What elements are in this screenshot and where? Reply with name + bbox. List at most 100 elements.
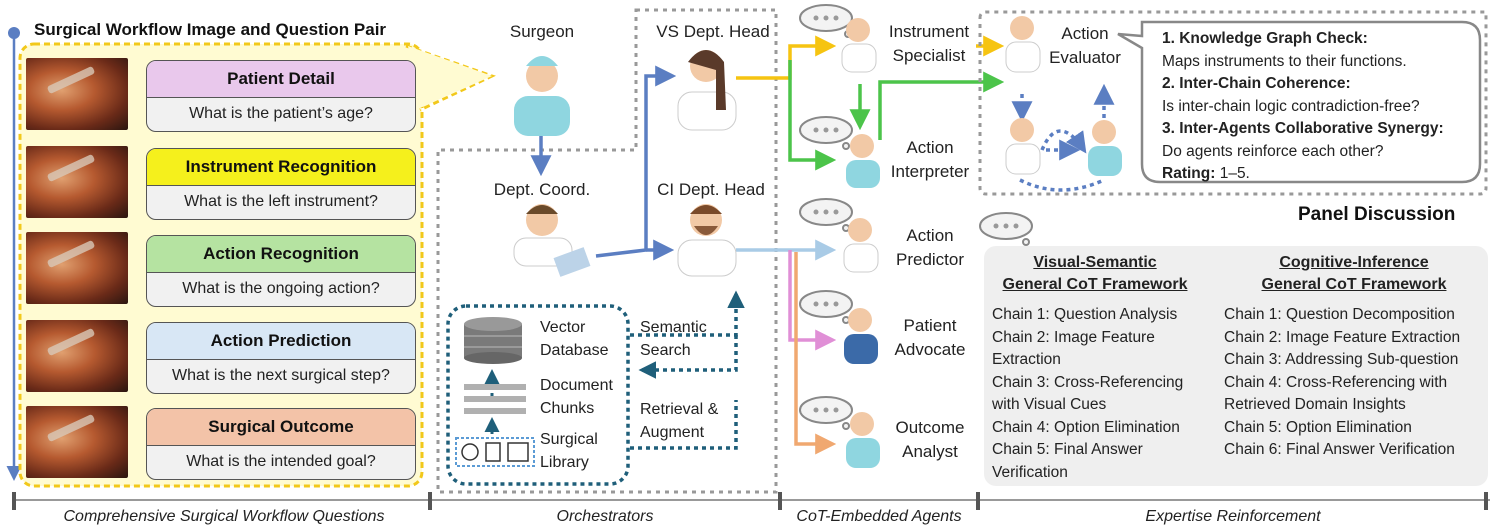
chain-line: Verification bbox=[992, 463, 1068, 481]
retrieval-line2: Augment bbox=[640, 424, 705, 441]
doc-chunks-line1: Document bbox=[540, 377, 613, 394]
criterion-body: Is inter-chain logic contradiction-free? bbox=[1162, 97, 1420, 115]
vector-db-line2: Database bbox=[540, 342, 609, 359]
agent-label-line1: Instrument bbox=[888, 22, 970, 41]
retrieval-label: Retrieval & Augment bbox=[640, 400, 718, 442]
surgical-library-line1: Surgical bbox=[540, 431, 598, 448]
patient-advocate-label: Patient Advocate bbox=[880, 316, 980, 359]
agent-avatars bbox=[841, 16, 1122, 468]
card-question: What is the ongoing action? bbox=[182, 280, 380, 297]
document-chunks-icon bbox=[464, 384, 526, 414]
vector-database-icon bbox=[464, 317, 522, 364]
vector-db-line1: Vector bbox=[540, 319, 586, 336]
chain-line: Chain 5: Final Answer bbox=[992, 441, 1143, 458]
agent-label-line2: Interpreter bbox=[890, 162, 970, 181]
evaluator-line1: Action bbox=[1061, 24, 1109, 43]
criterion-head: 2. Inter-Chain Coherence: bbox=[1162, 75, 1351, 92]
chain-line: Chain 5: Option Elimination bbox=[1224, 418, 1412, 436]
criteria-list: 1. Knowledge Graph Check: Maps instrumen… bbox=[1162, 28, 1478, 186]
vs-head-avatar bbox=[677, 50, 737, 131]
agent-label-line1: Action bbox=[906, 226, 954, 245]
chain-line: Retrieved Domain Insights bbox=[1224, 396, 1406, 413]
vs-chain-list: Chain 1: Question Analysis Chain 2: Imag… bbox=[992, 304, 1218, 484]
vs-title-line1: Visual-Semantic bbox=[1033, 254, 1157, 271]
card-header: Action Prediction bbox=[147, 323, 415, 360]
surgical-image-3 bbox=[26, 232, 128, 304]
rating-label: Rating: bbox=[1162, 165, 1216, 182]
action-evaluator-label: Action Evaluator bbox=[1040, 24, 1130, 67]
ci-title-line2: General CoT Framework bbox=[1261, 276, 1447, 293]
chain-line: Extraction bbox=[992, 351, 1061, 368]
surgical-image-4 bbox=[26, 320, 128, 392]
rating-line: Rating: 1–5. bbox=[1162, 163, 1478, 186]
vs-framework-title: Visual-Semantic General CoT Framework bbox=[990, 252, 1200, 296]
footer-label-questions: Comprehensive Surgical Workflow Question… bbox=[63, 508, 385, 525]
surgical-library-label: Surgical Library bbox=[540, 430, 598, 472]
doc-chunks-label: Document Chunks bbox=[540, 376, 613, 418]
agent-label-line1: Outcome bbox=[895, 418, 965, 437]
chain-line: Chain 6: Final Answer Verification bbox=[1224, 441, 1455, 458]
surgeon-avatar bbox=[514, 56, 570, 136]
semantic-search-line2: Search bbox=[640, 342, 691, 359]
vector-db-label: Vector Database bbox=[540, 318, 609, 360]
retrieval-box bbox=[446, 304, 630, 486]
footer-label-agents: CoT-Embedded Agents bbox=[796, 508, 962, 525]
surgical-library-icon bbox=[455, 437, 535, 467]
chain-line: Chain 3: Cross-Referencing bbox=[992, 373, 1184, 391]
question-card-action-recognition: Action Recognition What is the ongoing a… bbox=[146, 235, 416, 307]
criterion-body: Maps instruments to their functions. bbox=[1162, 52, 1407, 70]
criterion-body: Do agents reinforce each other? bbox=[1162, 142, 1384, 160]
rating-value: 1–5. bbox=[1215, 165, 1250, 182]
chain-line: Chain 4: Option Elimination bbox=[992, 418, 1180, 436]
chain-line: Chain 2: Image Feature bbox=[992, 328, 1155, 346]
card-question: What is the intended goal? bbox=[186, 453, 376, 470]
agent-label-line2: Specialist bbox=[892, 46, 966, 65]
card-question: What is the patient’s age? bbox=[189, 105, 373, 122]
chain-line: Chain 2: Image Feature Extraction bbox=[1224, 328, 1461, 346]
surgical-image-1 bbox=[26, 58, 128, 130]
card-question: What is the left instrument? bbox=[184, 193, 378, 210]
surgeon-label: Surgeon bbox=[509, 22, 575, 41]
semantic-search-line1: Semantic bbox=[640, 319, 707, 336]
vs-title-line2: General CoT Framework bbox=[1002, 276, 1188, 293]
chain-line: Chain 1: Question Analysis bbox=[992, 306, 1178, 323]
surgical-library-line2: Library bbox=[540, 454, 589, 471]
chain-line: with Visual Cues bbox=[992, 396, 1107, 413]
action-predictor-label: Action Predictor bbox=[880, 226, 980, 269]
cot-box bbox=[984, 246, 1488, 486]
question-card-surgical-outcome: Surgical Outcome What is the intended go… bbox=[146, 408, 416, 480]
chain-line: Chain 4: Cross-Referencing with bbox=[1224, 373, 1448, 391]
agent-label-line1: Patient bbox=[903, 316, 957, 335]
criteria-bubble bbox=[1117, 20, 1482, 184]
agent-label-line1: Action bbox=[906, 138, 954, 157]
instrument-specialist-label: Instrument Specialist bbox=[876, 22, 982, 65]
doc-chunks-line2: Chunks bbox=[540, 400, 595, 417]
chain-line: Chain 1: Question Decomposition bbox=[1224, 306, 1455, 323]
footer-label-orchestrators: Orchestrators bbox=[556, 508, 654, 525]
card-question: What is the next surgical step? bbox=[172, 367, 390, 384]
question-card-instrument-recognition: Instrument Recognition What is the left … bbox=[146, 148, 416, 220]
agent-label-line2: Advocate bbox=[894, 340, 966, 359]
panel-discussion-title: Panel Discussion bbox=[1298, 204, 1456, 225]
action-interpreter-label: Action Interpreter bbox=[880, 138, 980, 181]
left-panel-title: Surgical Workflow Image and Question Pai… bbox=[34, 20, 387, 39]
card-header: Action Recognition bbox=[147, 236, 415, 273]
agent-label-line2: Predictor bbox=[895, 250, 965, 269]
evaluator-line2: Evaluator bbox=[1049, 48, 1121, 67]
card-header: Surgical Outcome bbox=[147, 409, 415, 446]
ci-head-avatar bbox=[677, 204, 737, 277]
criterion-head: 3. Inter-Agents Collaborative Synergy: bbox=[1162, 120, 1444, 137]
chain-line: Chain 3: Addressing Sub-question bbox=[1224, 351, 1459, 368]
question-card-action-prediction: Action Prediction What is the next surgi… bbox=[146, 322, 416, 394]
agent-label-line2: Analyst bbox=[902, 442, 958, 461]
ci-chain-list: Chain 1: Question Decomposition Chain 2:… bbox=[1224, 304, 1486, 462]
dept-coord-avatar bbox=[513, 204, 591, 277]
vs-head-label: VS Dept. Head bbox=[656, 22, 770, 41]
ci-title-line1: Cognitive-Inference bbox=[1279, 254, 1429, 271]
outcome-analyst-label: Outcome Analyst bbox=[880, 418, 980, 461]
ci-framework-title: Cognitive-Inference General CoT Framewor… bbox=[1236, 252, 1472, 296]
card-header: Instrument Recognition bbox=[147, 149, 415, 186]
footer-label-expertise: Expertise Reinforcement bbox=[1145, 508, 1321, 525]
question-card-patient-detail: Patient Detail What is the patient’s age… bbox=[146, 60, 416, 132]
criterion-head: 1. Knowledge Graph Check: bbox=[1162, 30, 1368, 47]
